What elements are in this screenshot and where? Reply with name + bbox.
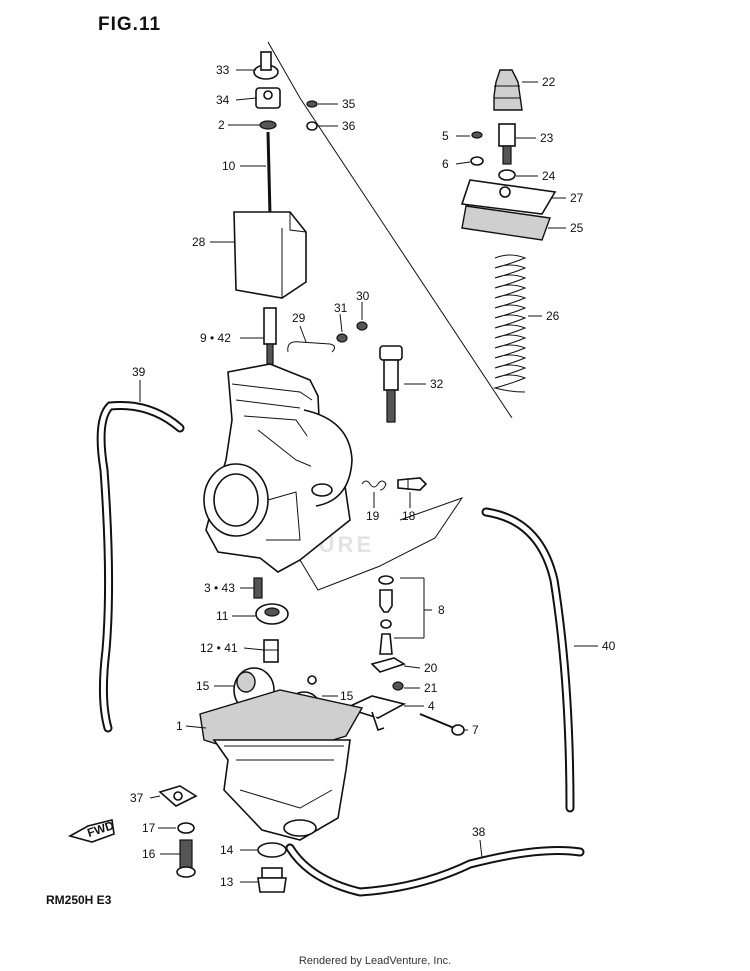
float-chamber-1 [199, 689, 364, 841]
callout-35: 35 [342, 97, 356, 111]
float-pin-20 [370, 657, 406, 673]
callout-22: 22 [542, 75, 556, 89]
callout-21: 21 [424, 681, 438, 695]
hose-39 [96, 400, 185, 733]
callout-28: 28 [192, 235, 206, 249]
needle-clip [259, 120, 277, 130]
callout-23: 23 [540, 131, 554, 145]
callout-4: 4 [428, 699, 435, 713]
callout-20: 20 [424, 661, 438, 675]
washer-36 [306, 121, 318, 131]
callout-10: 10 [222, 159, 236, 173]
callout-30: 30 [356, 289, 370, 303]
washer-6 [470, 156, 484, 166]
idle-adjuster-9 [263, 307, 277, 367]
throttle-valve [233, 211, 307, 299]
callout-9-42: 9 • 42 [200, 331, 231, 345]
callout-16: 16 [142, 847, 156, 861]
callout-14: 14 [220, 843, 234, 857]
guide-line-lower [299, 497, 464, 591]
float-pin-small [307, 675, 317, 685]
hose-38 [285, 843, 585, 897]
hose-40 [481, 507, 575, 813]
callout-38: 38 [472, 825, 486, 839]
callout-40: 40 [602, 639, 616, 653]
o-ring-14 [257, 842, 287, 858]
screw-18 [397, 477, 428, 491]
needle-jet-11 [255, 603, 289, 625]
drain-plug-13 [257, 867, 287, 893]
screw-5 [471, 131, 483, 139]
washer-17 [177, 822, 195, 834]
gasket-25 [461, 205, 551, 241]
bolt-16 [176, 839, 196, 878]
clip-29 [287, 341, 336, 353]
screw-21 [392, 681, 404, 691]
callout-24: 24 [542, 169, 556, 183]
carburetor-body [203, 363, 353, 573]
spring-26 [493, 254, 527, 393]
callout-2: 2 [218, 118, 225, 132]
footer-credit: Rendered by LeadVenture, Inc. [298, 955, 452, 967]
adjuster-23 [498, 123, 516, 165]
throttle-cable-adjuster [253, 51, 279, 80]
screw-30 [356, 321, 368, 331]
callout-labels: 33 34 2 10 28 9 • 42 35 36 22 5 23 6 24 … [130, 63, 616, 889]
callout-19: 19 [366, 509, 380, 523]
callout-12-41: 12 • 41 [200, 641, 238, 655]
figure-title: FIG.11 [98, 14, 162, 35]
callout-36: 36 [342, 119, 356, 133]
callout-33: 33 [216, 63, 230, 77]
pin-7 [419, 713, 465, 736]
bracket-37 [158, 785, 198, 807]
callout-15-right: 15 [340, 689, 354, 703]
callout-11: 11 [216, 609, 229, 623]
callout-25: 25 [570, 221, 584, 235]
callout-32: 32 [430, 377, 444, 391]
float-arm-4 [343, 695, 407, 732]
callout-5: 5 [442, 129, 449, 143]
callout-6: 6 [442, 157, 449, 171]
callout-1: 1 [176, 719, 183, 733]
callout-26: 26 [546, 309, 560, 323]
callout-7: 7 [472, 723, 479, 737]
model-code: RM250H E3 [46, 893, 112, 907]
callout-34: 34 [216, 93, 230, 107]
jet-3 [253, 577, 263, 599]
rubber-cap-22 [493, 69, 523, 111]
callout-15-left: 15 [196, 679, 210, 693]
guide-line-upper [267, 41, 513, 419]
main-jet-12 [263, 639, 279, 663]
washer-24 [498, 169, 516, 181]
callout-31: 31 [334, 301, 348, 315]
callout-29: 29 [292, 311, 306, 325]
callout-39: 39 [132, 365, 146, 379]
air-screw-32 [379, 345, 403, 423]
callout-8: 8 [438, 603, 445, 617]
top-cap-plate [255, 87, 281, 109]
leader-lines [139, 69, 598, 883]
screw-35 [306, 100, 318, 108]
callout-27: 27 [570, 191, 584, 205]
spring-19 [361, 480, 387, 491]
callout-17: 17 [142, 821, 156, 835]
callout-37: 37 [130, 791, 144, 805]
jet-needle [266, 131, 272, 216]
plate-27 [460, 179, 557, 215]
float-valve-8 [378, 575, 394, 655]
fwd-arrow-icon: FWD [67, 818, 116, 843]
callout-18: 18 [402, 509, 416, 523]
callout-3-43: 3 • 43 [204, 581, 235, 595]
washer-31 [336, 333, 348, 343]
callout-13: 13 [220, 875, 234, 889]
